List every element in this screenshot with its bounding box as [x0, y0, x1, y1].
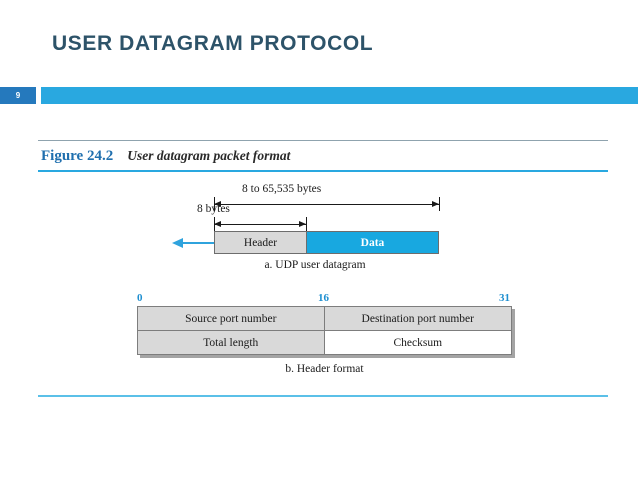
header-dimension-line — [214, 224, 306, 225]
diagram-b-caption: b. Header format — [285, 363, 364, 375]
total-dimension-line — [214, 204, 439, 205]
table-row: Source port number Destination port numb… — [138, 307, 511, 330]
total-dimension-right-arrow-icon — [432, 201, 439, 207]
diagram-a-caption: a. UDP user datagram — [264, 259, 366, 271]
header-dimension-left-arrow-icon — [214, 221, 221, 227]
accent-bar — [41, 87, 638, 104]
outgoing-arrow-line — [182, 242, 216, 244]
header-format-table: Source port number Destination port numb… — [137, 306, 512, 355]
slide-number-badge: 9 — [0, 87, 36, 104]
udp-packet-row: Header Data — [214, 231, 439, 254]
outgoing-left-arrow-icon — [172, 238, 183, 248]
bit-ruler: 0 16 31 — [137, 292, 517, 306]
figure-caption: Figure 24.2 User datagram packet format — [38, 141, 608, 170]
destination-port-number-cell: Destination port number — [324, 307, 511, 330]
total-length-cell: Total length — [138, 331, 325, 354]
header-dimension-right-arrow-icon — [299, 221, 306, 227]
packet-header-cell: Header — [215, 232, 307, 253]
total-length-dimension-label: 8 to 65,535 bytes — [242, 183, 322, 195]
checksum-cell: Checksum — [324, 331, 511, 354]
bit-label-0: 0 — [137, 292, 143, 304]
accent-bar-row: 9 — [0, 87, 638, 104]
figure-rule-under-caption — [38, 170, 608, 172]
total-dimension-tick-right — [439, 197, 440, 211]
bit-label-31: 31 — [499, 292, 510, 304]
header-dimension-tick-right — [306, 217, 307, 231]
header-length-dimension-label: 8 bytes — [197, 203, 230, 215]
bit-label-16: 16 — [318, 292, 329, 304]
source-port-number-cell: Source port number — [138, 307, 325, 330]
udp-user-datagram-diagram: 8 to 65,535 bytes 8 bytes Header Data a.… — [170, 183, 460, 278]
page-title: USER DATAGRAM PROTOCOL — [52, 32, 374, 55]
figure-block: Figure 24.2 User datagram packet format — [38, 140, 608, 172]
total-dimension-left-arrow-icon — [214, 201, 221, 207]
packet-data-cell: Data — [307, 232, 438, 253]
table-row: Total length Checksum — [138, 330, 511, 354]
figure-title: User datagram packet format — [127, 148, 291, 163]
udp-header-format-diagram: 0 16 31 Source port number Destination p… — [137, 292, 517, 375]
figure-rule-top — [38, 140, 608, 141]
figure-label: Figure 24.2 — [41, 148, 114, 164]
figure-rule-bottom — [38, 395, 608, 397]
